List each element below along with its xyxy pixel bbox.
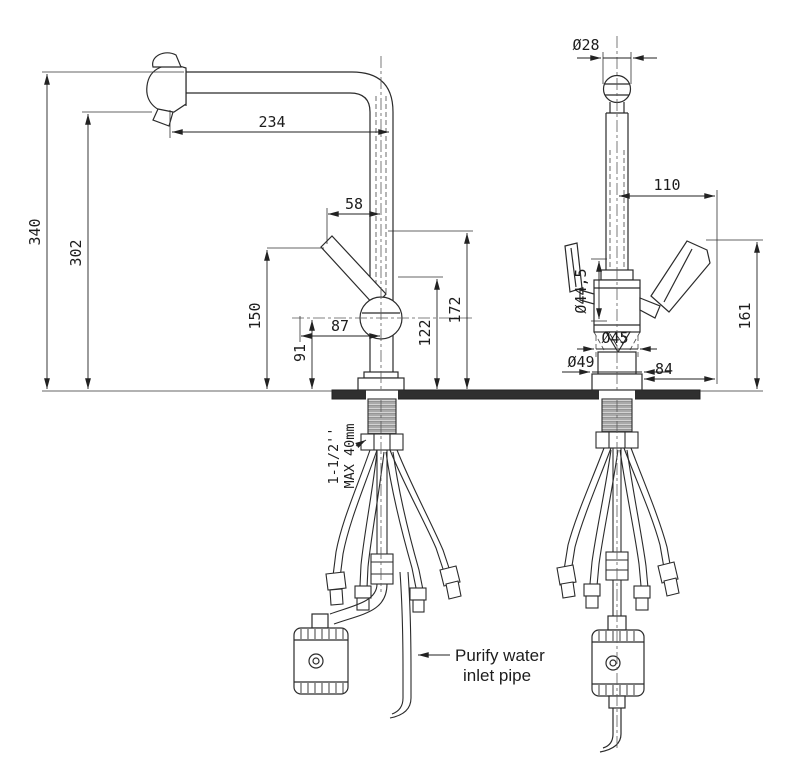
hose <box>392 451 424 591</box>
left-under-counter <box>325 398 462 625</box>
hose-fitting <box>329 588 344 606</box>
check-valve <box>370 553 394 585</box>
hose <box>630 447 672 571</box>
hose-fitting <box>657 561 679 584</box>
dim-172-label: 172 <box>446 296 464 323</box>
hose-fitting <box>354 585 372 599</box>
right-handle-stem <box>639 297 661 319</box>
hose <box>366 451 385 589</box>
right-faucet-front-view <box>564 74 711 391</box>
mounting-nut <box>360 433 404 451</box>
hose <box>339 449 378 579</box>
left-filter-cartridge <box>293 613 349 695</box>
dimension-lines <box>44 55 760 658</box>
hose-fitting <box>556 564 577 586</box>
spout-outer <box>186 71 394 372</box>
hose <box>385 451 417 589</box>
left-handle-stem <box>579 289 595 305</box>
right-under-counter <box>556 398 680 616</box>
hose-fitting <box>412 599 425 613</box>
hose-fitting <box>583 583 601 597</box>
hose-fitting <box>439 565 461 587</box>
hose-fitting <box>560 581 576 599</box>
dim-302-label: 302 <box>67 239 85 266</box>
hose <box>396 449 452 575</box>
countertop <box>331 389 701 400</box>
hose <box>332 449 371 577</box>
hose <box>596 449 619 587</box>
threaded-shank <box>367 398 397 436</box>
dim-28-label: Ø28 <box>572 36 599 54</box>
dim-234-label: 234 <box>258 113 285 131</box>
hose-fitting <box>445 580 462 600</box>
dim-445-label: Ø44,5 <box>572 268 590 313</box>
dim-49-label: Ø49 <box>567 353 594 371</box>
hose <box>359 451 378 587</box>
hose-fitting <box>409 587 427 601</box>
thread-size-note: 1-1/2'' <box>326 428 342 485</box>
hose-fitting <box>585 595 599 609</box>
hose <box>389 449 445 573</box>
dim-58-label: 58 <box>345 195 363 213</box>
dim-91-label: 91 <box>291 344 309 362</box>
max-thickness-note: MAX 40mm <box>342 423 358 488</box>
dim-87-label: 87 <box>331 317 349 335</box>
centerlines <box>292 36 618 748</box>
dim-45-label: Ø45 <box>601 329 628 347</box>
hose <box>619 449 642 587</box>
right-filter-cartridge <box>591 615 645 753</box>
hose-fitting <box>635 597 649 611</box>
dim-110-label: 110 <box>653 176 680 194</box>
hose-fitting <box>633 585 651 599</box>
hose <box>570 447 612 573</box>
dim-340-label: 340 <box>26 218 44 245</box>
dim-122-label: 122 <box>416 319 434 346</box>
filter-logo <box>605 655 621 671</box>
hose <box>563 447 605 571</box>
purify-water-pipe <box>389 571 412 719</box>
spout-inner <box>186 92 371 372</box>
hose-fitting <box>663 577 680 597</box>
right-handle-paddle <box>650 240 711 313</box>
dimension-labels: 340 302 234 58 150 87 91 122 172 Ø28 110… <box>26 36 754 685</box>
dim-84-label: 84 <box>655 360 673 378</box>
filter-logo <box>308 653 324 669</box>
dim-150-label: 150 <box>246 302 264 329</box>
dim-161-label: 161 <box>736 302 754 329</box>
purify-label-line2: inlet pipe <box>463 666 531 685</box>
extension-lines <box>42 52 763 392</box>
spray-nozzle <box>152 108 174 127</box>
hose <box>626 449 649 589</box>
handle-lever <box>320 235 387 307</box>
purify-label-line1: Purify water <box>455 646 545 665</box>
hose-fitting <box>325 571 347 591</box>
spray-head-lever <box>152 52 182 68</box>
left-faucet-side-view <box>146 52 405 391</box>
hose <box>589 449 612 585</box>
